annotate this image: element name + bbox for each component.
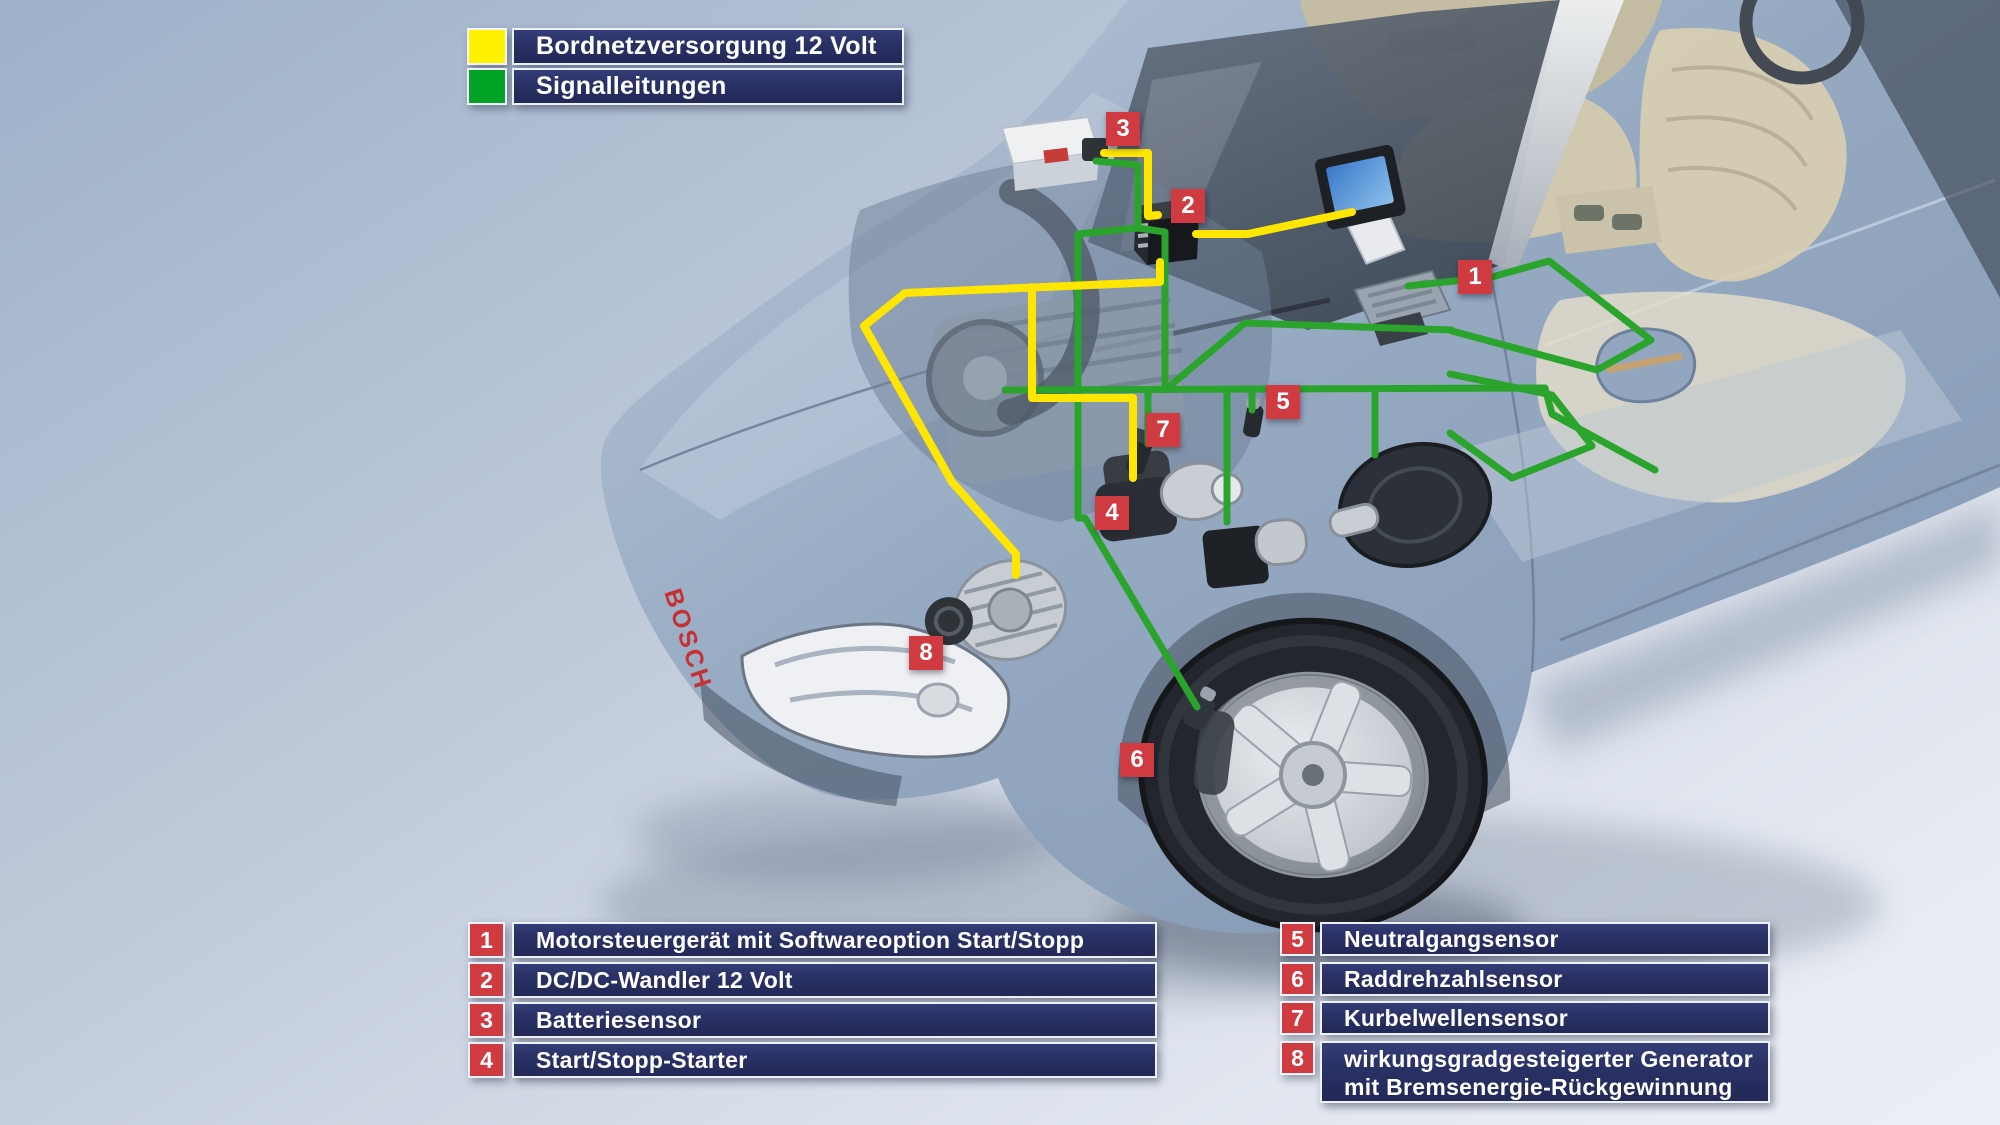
master-cylinder [1328,502,1380,538]
legend-item-7: Kurbelwellensensor [1320,1001,1770,1035]
legend-number-8: 8 [1280,1041,1315,1075]
callout-5-neutral-sensor: 5 [1266,385,1300,419]
front-seat [1639,27,1847,282]
battery [1000,115,1108,191]
callout-8-generator: 8 [909,636,943,670]
brake-booster [1328,441,1493,569]
mirror-indicator [1605,352,1683,374]
legend-item-5: Neutralgangsensor [1320,922,1770,956]
legend-label-12v: Bordnetzversorgung 12 Volt [512,28,904,65]
rear-side-glass [1835,0,2000,298]
seat-pleats [1665,65,1814,212]
wire-12v-dcdc-display [1192,208,1356,238]
legend-item-8: wirkungsgradgesteigerter Generator mit B… [1320,1041,1770,1103]
front-wheel [1138,617,1488,933]
legend-number-7: 7 [1280,1001,1315,1035]
callout-4-starter: 4 [1095,496,1129,530]
display-unit [1315,144,1406,265]
legend-number-3: 3 [468,1002,505,1038]
legend-swatch-12v [467,28,507,65]
display-screen [1326,156,1394,215]
wire-12v-engine-loop [860,258,1164,579]
legend-number-1: 1 [468,922,505,958]
legend-item-4: Start/Stopp-Starter [512,1042,1157,1078]
callout-2-dcdc: 2 [1171,189,1205,223]
console-vent [1574,205,1604,221]
wire-signal-trunk [1134,224,1169,392]
sill-line [1559,463,2000,642]
legend-item-8-line1: wirkungsgradgesteigerter Generator [1344,1046,1753,1072]
hub-center [1302,764,1324,786]
callout-3-battery-sensor: 3 [1106,112,1140,146]
legend-item-2: DC/DC-Wandler 12 Volt [512,962,1157,998]
floor-pan [1450,330,1962,562]
legend-number-6: 6 [1280,962,1315,996]
callout-1-ecu: 1 [1458,260,1492,294]
legend-label-signal: Signalleitungen [512,68,904,105]
supply-wires [860,149,1356,579]
a-pillar [1488,0,1624,272]
tire-sidewall [1157,635,1469,915]
legend-item-3: Batteriesensor [512,1002,1157,1038]
alternator-pulley [924,597,973,646]
brake-caliper [1193,710,1235,795]
callout-6-wheel-sensor: 6 [1120,743,1154,777]
wire-12v-starter-branch [1028,283,1137,482]
wire-12v-battery-dcdc [1100,149,1162,220]
legend-item-8-line2: mit Bremsenergie-Rückgewinnung [1344,1074,1733,1100]
battery-red-cap [1043,147,1069,164]
wire-signal-wheel-sensor [1074,386,1201,711]
legend-number-4: 4 [468,1042,505,1078]
abs-unit [1202,518,1309,589]
console-vent2 [1612,214,1642,230]
center-console [1555,186,1662,254]
engine-pulley-hub [963,356,1007,400]
wire-signal-lower-loop [1446,370,1596,482]
legend-number-5: 5 [1280,922,1315,956]
legend-number-2: 2 [468,962,505,998]
alternator [924,559,1068,661]
legend-item-6: Raddrehzahlsensor [1320,962,1770,996]
callout-7-crank-sensor: 7 [1146,413,1180,447]
legend-item-1: Motorsteuergerät mit Softwareoption Star… [512,922,1157,958]
headlight-projector [916,682,960,718]
front-bumper-shadow [700,680,902,806]
legend-swatch-signal [467,68,507,105]
wire-signal-windshield-run [1161,319,1456,394]
door-cutline [1488,271,1536,673]
